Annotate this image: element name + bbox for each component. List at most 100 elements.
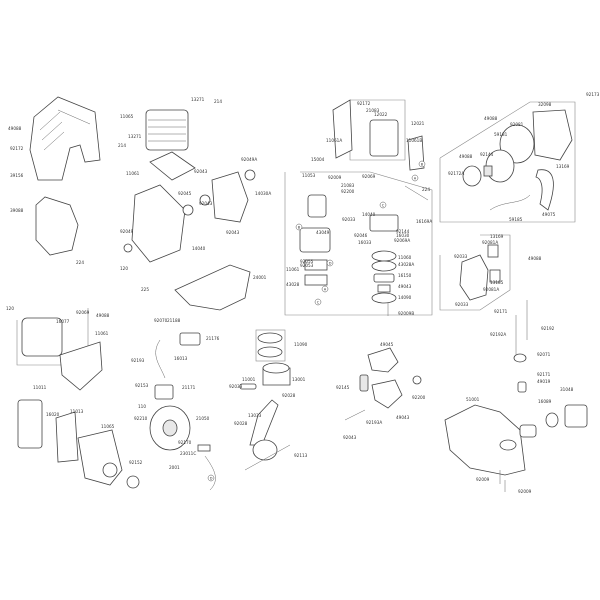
part-number-label: 92172 xyxy=(10,146,24,151)
part-number-label: 92053 xyxy=(300,263,314,268)
part-number-label: 49088 xyxy=(484,116,498,121)
part-number-label: 92033 xyxy=(229,384,243,389)
part-number-label: 120 xyxy=(120,266,128,271)
part-number-label: 11061 xyxy=(126,171,140,176)
clutch-group-box xyxy=(439,234,511,311)
part-number-label: 13271 xyxy=(191,97,205,102)
cylinder xyxy=(145,109,189,151)
part-number-label: 92081 xyxy=(510,122,524,127)
part-number-label: 21171 xyxy=(182,385,196,390)
fuel-tank xyxy=(444,300,588,492)
piston-ring-group-box xyxy=(255,329,286,362)
fuel-pump-insulator xyxy=(332,99,429,201)
muffler xyxy=(17,399,140,489)
part-number-label: 92069A xyxy=(394,238,410,243)
part-number-label: 92028 xyxy=(282,393,296,398)
part-number-label: 92172A xyxy=(448,171,464,176)
part-number-label: 16169A xyxy=(416,219,432,224)
part-number-label: 11061B xyxy=(406,138,422,143)
part-number-label: 11061 xyxy=(95,331,109,336)
part-number-label: 43028A xyxy=(398,262,414,267)
callout-letter: D xyxy=(210,477,213,481)
under-cover xyxy=(174,264,251,311)
cylinder-gasket xyxy=(149,151,196,181)
part-number-label: 13001 xyxy=(292,377,306,382)
part-number-label: 21176 xyxy=(206,336,220,341)
part-number-label: 92171 xyxy=(494,309,508,314)
recoil-starter xyxy=(462,109,573,211)
part-number-label: 92069 xyxy=(362,174,376,179)
part-number-label: 49088 xyxy=(96,313,110,318)
part-number-label: 92144 xyxy=(480,152,494,157)
part-number-label: 49045 xyxy=(380,342,394,347)
part-number-label: 92070 xyxy=(154,318,168,323)
part-number-label: 92033 xyxy=(455,302,469,307)
part-number-label: 16033 xyxy=(358,240,372,245)
part-number-label: 92046 xyxy=(354,233,368,238)
part-number-label: 225 xyxy=(141,287,149,292)
callout-circle xyxy=(321,285,329,293)
part-number-label: 92200 xyxy=(412,395,426,400)
part-number-label: 224 xyxy=(76,260,84,265)
part-number-label: 92153 xyxy=(135,383,149,388)
part-number-label: 2001 xyxy=(169,465,180,470)
clutch xyxy=(459,244,501,301)
piston-assembly xyxy=(239,332,291,471)
part-number-label: 92172 xyxy=(357,101,371,106)
callout-letter: B xyxy=(298,226,301,230)
part-number-label: 11001 xyxy=(242,377,256,382)
part-number-label: 49019 xyxy=(537,379,551,384)
ignition xyxy=(149,332,216,491)
part-number-label: 92043 xyxy=(199,201,213,206)
part-number-label: 16077 xyxy=(56,319,70,324)
part-number-label: 92028 xyxy=(234,421,248,426)
part-number-label: 11053 xyxy=(302,173,316,178)
part-number-label: 92200 xyxy=(341,189,355,194)
part-number-label: 15004 xyxy=(311,157,325,162)
callout-circle xyxy=(314,298,322,306)
engine-cover xyxy=(29,96,101,181)
part-number-label: 49088 xyxy=(528,256,542,261)
part-number-label: 16013 xyxy=(174,356,188,361)
part-number-label: 92071 xyxy=(537,352,551,357)
part-number-label: 92081A xyxy=(482,240,498,245)
part-number-label: 92033 xyxy=(454,254,468,259)
part-number-label: 16150 xyxy=(398,273,412,278)
part-number-label: 92152 xyxy=(129,460,143,465)
part-number-label: 92043 xyxy=(194,169,208,174)
callout-circle xyxy=(295,223,303,231)
oil-seal xyxy=(123,243,133,253)
part-number-label: 11060 xyxy=(398,255,412,260)
part-number-label: 13169 xyxy=(556,164,570,169)
part-number-label: 92144 xyxy=(396,229,410,234)
part-number-label: 32098 xyxy=(538,102,552,107)
part-number-label: 21083 xyxy=(341,183,355,188)
part-number-label: 49043 xyxy=(396,415,410,420)
part-number-label: 31048 xyxy=(560,387,574,392)
part-number-label: 92192 xyxy=(541,326,555,331)
carburetor-group-box xyxy=(284,171,433,316)
part-number-label: 92009B xyxy=(398,311,414,316)
clutch-shoes xyxy=(344,347,422,421)
recoil-starter-group-box xyxy=(439,101,576,223)
part-number-label: 49088 xyxy=(8,126,22,131)
callout-circle xyxy=(411,174,419,182)
part-number-label: 59185 xyxy=(509,217,523,222)
cylinder-shroud xyxy=(35,196,79,256)
part-number-label: 92193A xyxy=(366,420,382,425)
part-number-label: 21083 xyxy=(366,108,380,113)
part-number-label: 59181 xyxy=(494,132,508,137)
part-number-label: 214 xyxy=(214,99,222,104)
part-number-label: 92033 xyxy=(342,217,356,222)
callout-circle xyxy=(326,259,334,267)
callout-circle xyxy=(418,160,426,168)
part-number-label: 14090 xyxy=(398,295,412,300)
part-number-label: 92069 xyxy=(76,310,90,315)
part-number-label: 92171 xyxy=(537,372,551,377)
part-number-label: 14040 xyxy=(362,212,376,217)
part-number-label: 16030 xyxy=(396,233,410,238)
part-number-label: 16020 xyxy=(46,412,60,417)
